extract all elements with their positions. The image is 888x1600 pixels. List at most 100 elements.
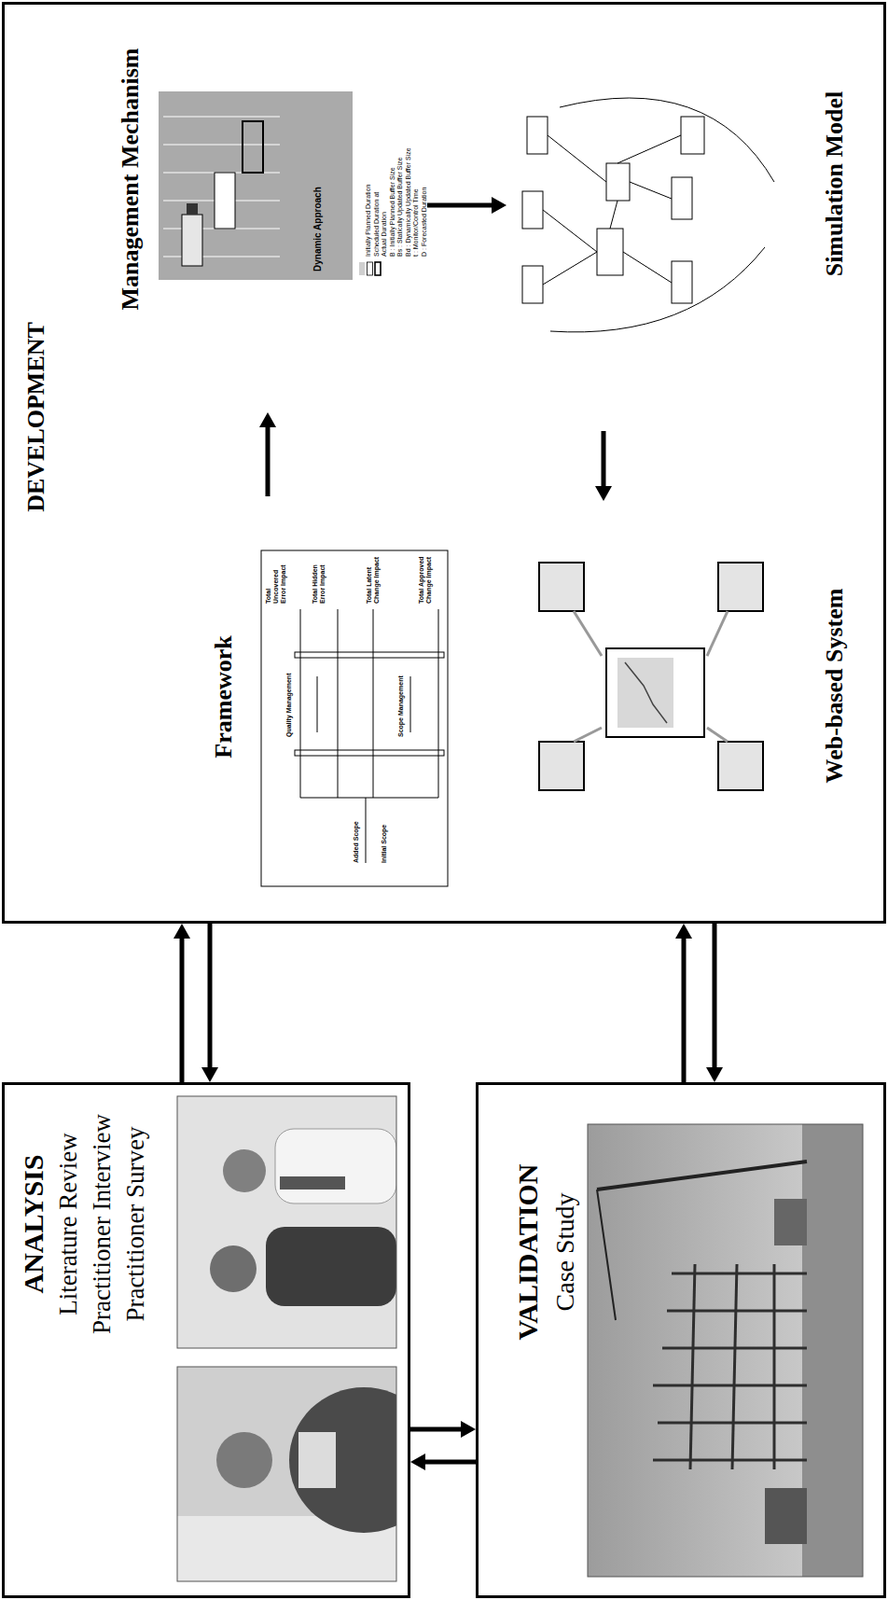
heading-text: Management Mechanism: [117, 48, 145, 311]
flow-arrow: [410, 1420, 476, 1438]
figure-label: Total Uncovered Error Impact: [264, 555, 288, 604]
stage-box: VALIDATION Case Study: [475, 1082, 887, 1598]
photo-interview: [177, 1096, 397, 1348]
arrow-shaft: [208, 923, 213, 1069]
flow-arrow: [595, 430, 612, 501]
label-slot: Quality Management: [277, 671, 295, 737]
text-slot: Practitioner Interview: [88, 1113, 117, 1334]
flow-arrow: [675, 923, 693, 1083]
figure-label: Total Approved Change Impact: [417, 555, 433, 604]
photo-frame: [177, 1366, 397, 1582]
stage-box: ANALYSISLiterature ReviewPractitioner In…: [1, 1082, 411, 1598]
label-slot: D : Forecasted Duration: [413, 187, 431, 257]
arrow-shaft: [180, 936, 185, 1083]
label-slot: Scope Management: [389, 671, 407, 737]
arrow-shaft: [427, 203, 494, 209]
flow-arrow: [706, 923, 723, 1083]
label-slot: Bd : Dynamically Updated Buffer Size: [397, 147, 415, 257]
body-text: Practitioner Interview: [88, 1113, 117, 1334]
label-slot: Initial Scope: [373, 816, 390, 863]
label-slot: Total Latent Change Impact: [365, 555, 383, 604]
label-slot: Actual Duration: [373, 211, 390, 257]
figure-label: Initially Planned Duration: [364, 184, 373, 257]
label-slot: Total Hidden Error Impact: [311, 555, 329, 604]
text-slot: Literature Review: [55, 1132, 84, 1316]
label-slot: Dynamic Approach: [307, 186, 325, 272]
component-panel: Management Mechanism: [110, 11, 428, 413]
flow-arrow: [201, 923, 219, 1083]
photo-construction-site: [587, 1123, 863, 1577]
arrow-head: [201, 1067, 219, 1083]
body-text: Practitioner Survey: [122, 1125, 151, 1321]
stage-box: DEVELOPMENT Framework Management Mechanism…: [1, 1, 887, 924]
arrow-head: [706, 1067, 723, 1083]
heading-text: Web-based System: [821, 588, 849, 784]
body-text: Literature Review: [55, 1132, 84, 1316]
arrow-shaft: [601, 430, 607, 488]
flow-arrow: [173, 923, 191, 1083]
label-slot: Bs : Statically Updated Buffer Size: [388, 157, 406, 257]
label-slot: Total Approved Change Impact: [417, 555, 435, 604]
framework-figure: [261, 550, 448, 887]
text-slot: DEVELOPMENT: [23, 321, 51, 513]
figure-label: Actual Duration: [380, 211, 389, 257]
arrow-shaft: [265, 425, 271, 497]
figure-label: B : Initially Planned Buffer Size: [388, 166, 397, 257]
heading-text: DEVELOPMENT: [23, 321, 51, 513]
photo-meeting: [177, 1366, 397, 1582]
figure-label: t : Monitor/Control Time: [412, 188, 420, 257]
text-slot: ANALYSIS: [17, 1154, 49, 1294]
arrow-shaft: [712, 923, 718, 1069]
text-slot: Case Study: [551, 1193, 581, 1312]
figure-label: Dynamic Approach: [312, 186, 324, 272]
arrow-head: [460, 1420, 476, 1438]
text-slot: VALIDATION: [512, 1164, 543, 1341]
text-slot: Web-based System: [821, 588, 849, 784]
text-slot: Framework: [210, 635, 238, 758]
arrow-head: [675, 923, 693, 939]
flow-arrow: [259, 412, 277, 497]
component-panel: Simulation Model: [506, 81, 854, 431]
label-slot: t : Monitor/Control Time: [404, 188, 422, 257]
simulation-model-figure: [522, 97, 775, 333]
text-slot: Simulation Model: [821, 91, 849, 278]
arrow-shaft: [423, 1459, 476, 1465]
arrow-shaft: [410, 1427, 463, 1432]
figure-label: Added Scope: [352, 820, 361, 863]
text-slot: Practitioner Survey: [122, 1125, 151, 1321]
flow-arrow: [410, 1453, 476, 1471]
label-slot: Scheduled Duration at: [365, 192, 383, 257]
figure-label: Bd : Dynamically Updated Buffer Size: [404, 147, 413, 257]
label-slot: Added Scope: [345, 816, 362, 863]
flow-arrow: [427, 196, 507, 214]
arrow-head: [173, 923, 191, 939]
arrow-shaft: [681, 936, 687, 1083]
label-slot: B : Initially Planned Buffer Size: [381, 166, 399, 257]
heading-text: Simulation Model: [821, 91, 849, 278]
arrow-head: [259, 412, 277, 428]
photo-frame: [587, 1123, 863, 1577]
web-system-figure: [539, 562, 764, 791]
component-panel: Web-based System: [520, 500, 859, 800]
label-slot: Total Uncovered Error Impact: [264, 555, 290, 604]
figure-label: Total Hidden Error Impact: [311, 555, 327, 604]
arrow-head: [491, 196, 507, 214]
figure-label: Scheduled Duration at: [373, 192, 381, 257]
arrow-head: [410, 1453, 426, 1471]
figure-label: Scope Management: [397, 675, 405, 737]
management-mechanism-figure: [158, 91, 381, 280]
figure-label: Quality Management: [285, 673, 293, 737]
figure-label: D : Forecasted Duration: [420, 187, 429, 257]
figure-label: Total Latent Change Impact: [365, 555, 381, 604]
figure-label: Bs : Statically Updated Buffer Size: [396, 157, 404, 257]
heading-text: Framework: [210, 635, 238, 758]
figure-label: Initial Scope: [380, 824, 389, 863]
heading-text: VALIDATION: [512, 1164, 543, 1341]
arrow-head: [595, 485, 612, 501]
heading-text: ANALYSIS: [17, 1154, 49, 1294]
body-text: Case Study: [551, 1193, 581, 1312]
label-slot: Initially Planned Duration: [357, 184, 375, 257]
text-slot: Management Mechanism: [117, 48, 145, 311]
photo-frame: [177, 1096, 397, 1348]
